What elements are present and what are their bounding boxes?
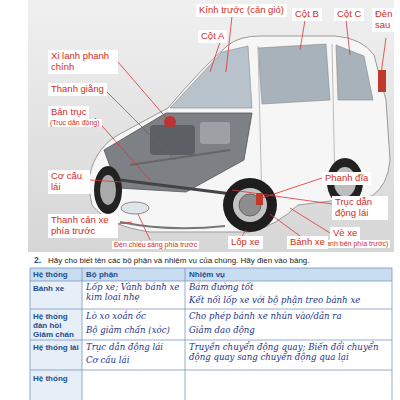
table <box>30 268 392 400</box>
leader-line <box>210 42 220 72</box>
handwritten-answer: Cho phép bánh xe nhún vào/dãn ra <box>189 312 389 322</box>
engine-part <box>200 122 230 144</box>
leader-line <box>118 62 168 120</box>
leader-line <box>300 20 305 50</box>
rear-window <box>336 45 373 100</box>
leader-line <box>232 190 332 204</box>
callout-label: Vè xe <box>330 227 360 240</box>
leader-line <box>118 222 132 224</box>
callout-label: Cột A <box>198 30 227 43</box>
handwritten-answer: Bám đường tốt <box>189 283 389 293</box>
table-line <box>82 268 83 400</box>
car-body <box>88 36 390 232</box>
callout-label: Lốp xe <box>228 236 263 249</box>
tire <box>94 166 122 214</box>
handwritten-answer: Cơ cấu lái <box>86 356 184 366</box>
callout-label: Thanh cản xe phía trước <box>48 214 118 238</box>
table-header-fill <box>30 268 392 281</box>
handwritten-answer: Kết nối lốp xe với bộ phận treo bánh xe <box>189 296 389 306</box>
leader-line <box>90 180 122 182</box>
tail-light <box>378 70 386 92</box>
table-grid <box>30 268 392 400</box>
photo-background <box>28 0 394 252</box>
callout-note: (Trục dẫn động) <box>48 119 102 127</box>
callout-label: Xi lanh phanh chính <box>48 50 118 74</box>
windshield <box>170 46 252 108</box>
leader-line <box>290 208 330 233</box>
leader-line <box>381 38 386 74</box>
rim <box>100 175 116 205</box>
table-header: Hệ thống <box>33 270 68 279</box>
table-line <box>185 268 186 400</box>
callout-label: Bánh xe <box>287 236 328 249</box>
leader-line <box>262 178 322 198</box>
handwritten-answer: Lốp xe; Vành bánh xe kim loại nhẹ <box>86 283 184 303</box>
table-line <box>30 281 392 282</box>
leader-line <box>346 20 350 55</box>
table-border <box>30 268 392 400</box>
table-row-header: Hệ thống lái <box>33 343 81 352</box>
leader-line <box>105 90 175 160</box>
callout-label: Trục dẫn động lái <box>332 196 388 220</box>
callout-label: Bán trục <box>48 106 89 119</box>
question-text: Hãy cho biết tên các bộ phận và nhiệm vụ… <box>48 256 310 265</box>
callout-label: Thanh giằng <box>48 83 107 96</box>
handwritten-answer: Truyền chuyển động quay; Biến đổi chuyển… <box>189 343 389 363</box>
car <box>88 36 390 232</box>
callout-label: Cột B <box>292 8 322 21</box>
table-row-header: Hệ thống đàn hồi Giảm chấn <box>33 312 81 340</box>
callout-label: Phanh đĩa <box>322 172 371 185</box>
table-line <box>30 340 392 341</box>
handwritten-answer: Giảm dao động <box>189 326 389 336</box>
table-row-header: Hệ thống <box>33 374 81 383</box>
leader-line <box>138 214 150 240</box>
leader-line <box>270 214 300 236</box>
handwritten-answer: Trục dẫn động lái <box>86 343 184 353</box>
table-line <box>30 309 392 310</box>
table-header: Bộ phận <box>86 270 118 279</box>
headlight <box>121 202 149 214</box>
callout-label: Cột C <box>334 8 364 21</box>
table-header: Nhiệm vụ <box>189 270 225 279</box>
leader-line <box>95 118 150 180</box>
engine-block <box>150 125 195 155</box>
strut-bar <box>130 150 230 165</box>
bumper <box>120 222 225 228</box>
side-window <box>258 44 330 104</box>
rim <box>233 188 267 222</box>
handwritten-answer: Lò xo xoắn ốc <box>86 312 184 322</box>
brake-caliper <box>256 193 263 205</box>
callout-label: Đèn sau <box>372 8 398 32</box>
leader-line <box>226 16 232 72</box>
callout-note: Đèn chiếu sáng phía trước <box>112 241 199 249</box>
table-column-fill <box>30 281 82 400</box>
table-row-header: Bánh xe <box>33 284 81 293</box>
handwritten-answer: Bộ giảm chấn (xóc) <box>86 326 184 336</box>
table-line <box>30 370 392 371</box>
callout-label: Kính trước (cản gió) <box>196 4 287 17</box>
question-number: 2. <box>34 256 41 266</box>
callout-label: Cơ cấu lái <box>48 170 90 194</box>
tire <box>223 178 277 232</box>
drive-shaft <box>120 180 240 195</box>
